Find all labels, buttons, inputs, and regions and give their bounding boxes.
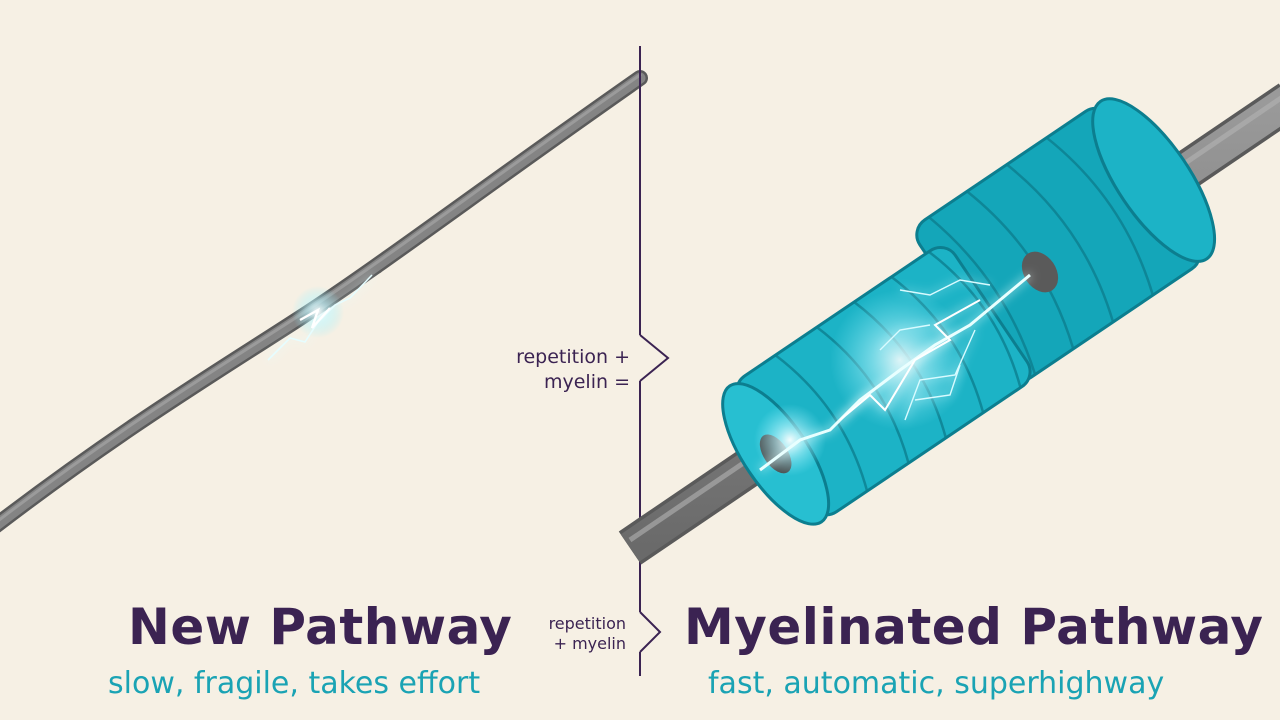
weak-spark-icon <box>267 274 373 361</box>
divider-brace <box>639 46 670 676</box>
myelinated-pathway-title: Myelinated Pathway <box>684 598 1264 656</box>
myelinated-pathway-subtitle: fast, automatic, superhighway <box>708 666 1165 701</box>
divider-middle-label: repetition + myelin = <box>516 345 630 395</box>
new-pathway-title: New Pathway <box>128 598 513 656</box>
divider-bottom-label: repetition + myelin <box>549 614 626 654</box>
strong-spark-icon <box>754 273 1031 476</box>
divider-middle-line-2: myelin = <box>543 371 630 393</box>
divider-bottom-line-1: repetition <box>548 614 626 633</box>
new-pathway-subtitle: slow, fragile, takes effort <box>108 666 481 701</box>
divider-bottom-line-2: + myelin <box>553 634 626 653</box>
divider-middle-line-1: repetition + <box>516 346 630 368</box>
